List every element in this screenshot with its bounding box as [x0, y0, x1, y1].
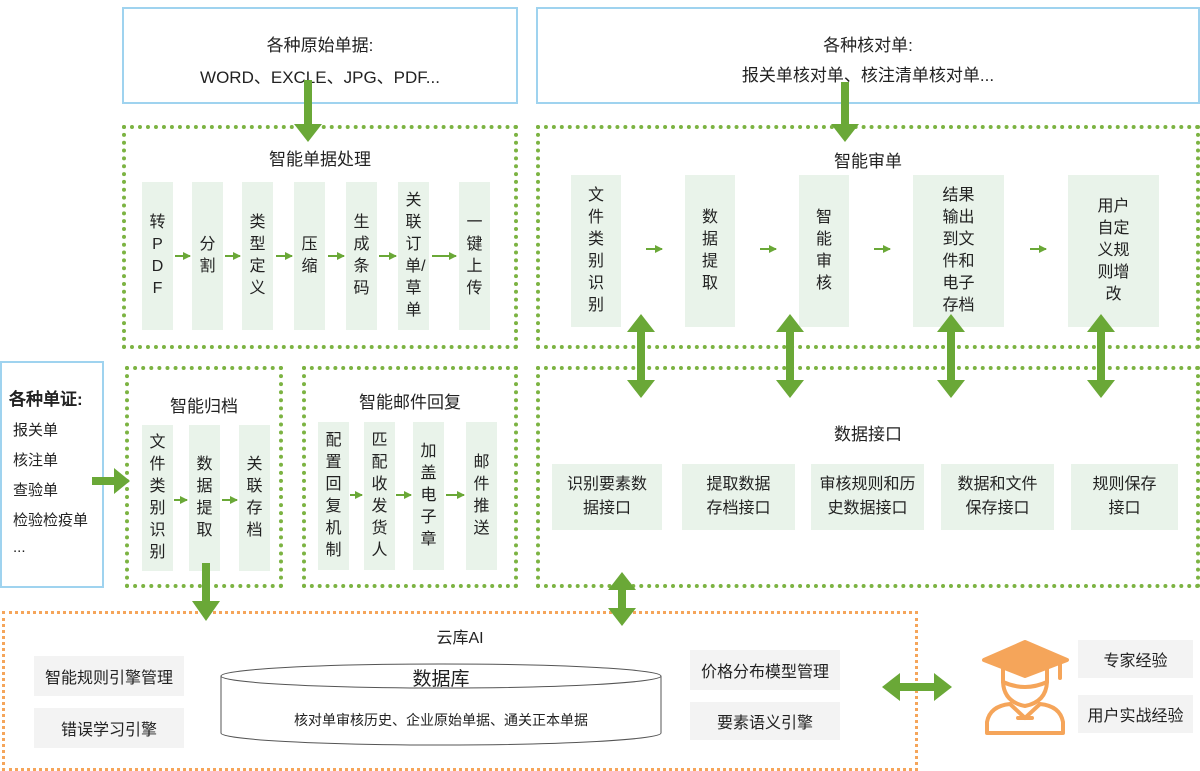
audit-step-extract: 数据提取 [685, 175, 735, 327]
archive-step-link-store: 关联存档 [239, 425, 270, 571]
api-item-rule-save: 规则保存接口 [1071, 464, 1178, 530]
mail-step-match: 匹配收发货人 [364, 422, 395, 570]
doc-step-link-order: 关联订单/草单 [398, 182, 429, 330]
doc-step-convert-pdf: 转PDF [142, 182, 173, 330]
data-api-title: 数据接口 [834, 425, 902, 444]
side-doc-item: 查验单 [13, 482, 59, 499]
semantic-engine-item: 要素语义引擎 [690, 702, 840, 740]
doc-step-type-define: 类型定义 [242, 182, 273, 330]
side-documents-title: 各种单证: [9, 390, 83, 409]
api-item-identify: 识别要素数据接口 [552, 464, 662, 530]
cloud-ai-panel: 云库AI [2, 611, 918, 771]
side-doc-item: 核注单 [13, 452, 59, 469]
mail-reply-panel: 智能邮件回复 [302, 366, 518, 588]
checklists-title: 各种核对单: [823, 36, 913, 55]
mail-step-stamp: 加盖电子章 [413, 422, 444, 570]
data-api-panel: 数据接口 [536, 366, 1200, 588]
mail-step-push: 邮件推送 [466, 422, 497, 570]
doc-step-upload: 一键上传 [459, 182, 490, 330]
archive-title: 智能归档 [170, 397, 238, 416]
audit-step-classify: 文件类别识别 [571, 175, 621, 327]
side-doc-item: 检验检疫单 [13, 512, 89, 529]
archive-step-extract: 数据提取 [189, 425, 220, 571]
database-title: 数据库 [412, 669, 470, 690]
error-learning-item: 错误学习引擎 [34, 708, 184, 748]
api-item-extract-store: 提取数据存档接口 [682, 464, 795, 530]
checklists-items: 报关单核对单、核注清单核对单... [741, 66, 995, 85]
doc-processing-title: 智能单据处理 [269, 150, 371, 169]
audit-panel: 智能审单 [536, 125, 1200, 349]
expert-experience-item: 专家经验 [1078, 640, 1193, 678]
price-model-item: 价格分布模型管理 [690, 650, 840, 690]
rule-engine-item: 智能规则引擎管理 [34, 656, 184, 696]
audit-title: 智能审单 [834, 152, 902, 171]
api-item-data-file-save: 数据和文件保存接口 [941, 464, 1054, 530]
checklists-box: 各种核对单: 报关单核对单、核注清单核对单... [536, 7, 1200, 104]
user-experience-item: 用户实战经验 [1078, 695, 1193, 733]
doc-step-split: 分割 [192, 182, 223, 330]
source-documents-box: 各种原始单据: WORD、EXCLE、JPG、PDF... [122, 7, 518, 104]
mail-reply-title: 智能邮件回复 [359, 393, 461, 412]
side-doc-item: ... [13, 539, 26, 556]
side-doc-item: 报关单 [13, 422, 59, 439]
api-item-rules-history: 审核规则和历史数据接口 [811, 464, 924, 530]
source-documents-title: 各种原始单据: [266, 36, 374, 55]
doc-step-barcode: 生成条码 [346, 182, 377, 330]
doc-step-compress: 压缩 [294, 182, 325, 330]
archive-step-classify: 文件类别识别 [142, 425, 173, 571]
database-desc: 核对单审核历史、企业原始单据、通关正本单据 [294, 712, 588, 728]
cloud-ai-title: 云库AI [436, 630, 484, 647]
side-documents-box: 各种单证: 报关单 核注单 查验单 检验检疫单 ... [0, 361, 104, 588]
source-documents-formats: WORD、EXCLE、JPG、PDF... [200, 68, 440, 87]
audit-step-review: 智能审核 [799, 175, 849, 327]
audit-step-output: 结果输出到文件和电子存档 [913, 175, 1004, 327]
audit-step-custom-rules: 用户自定义规则增改 [1068, 175, 1159, 327]
mail-step-config: 配置回复机制 [318, 422, 349, 570]
